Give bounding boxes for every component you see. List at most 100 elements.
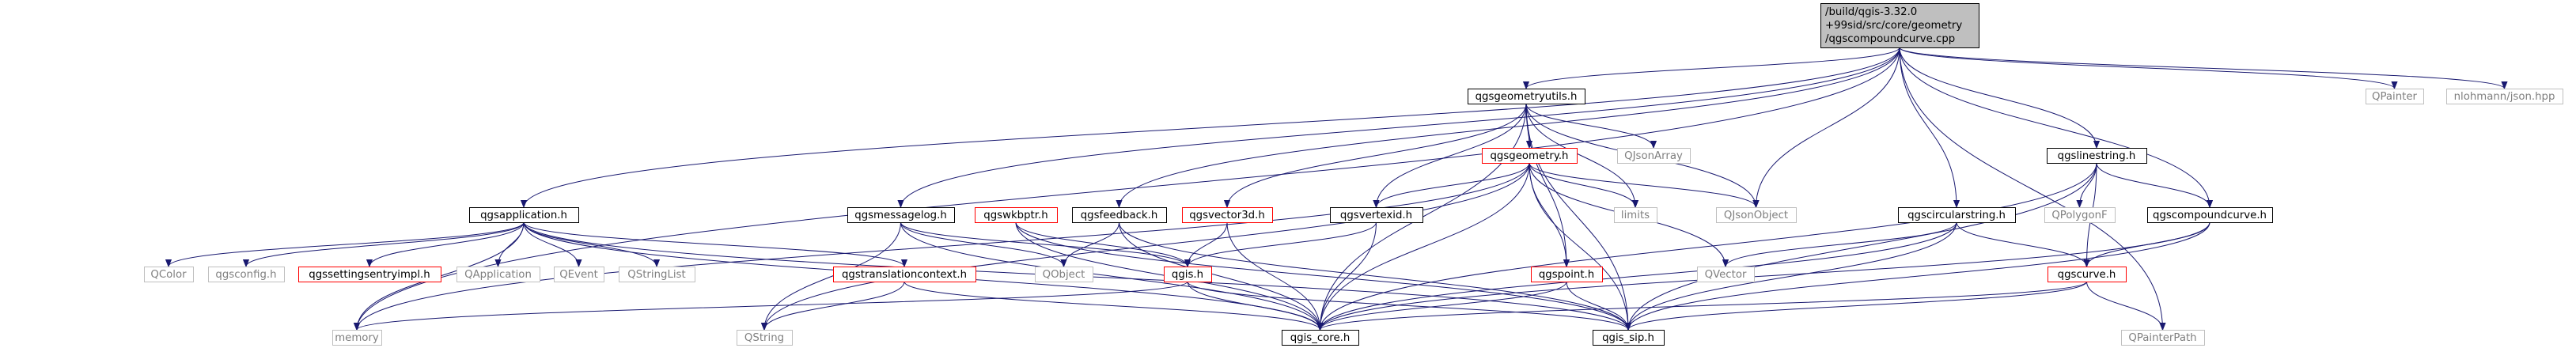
- node-qgsvector3d-h[interactable]: qgsvector3d.h: [1182, 207, 1273, 223]
- edge-qgsgeometryutils-h-to-qgsvector3d-h: [1227, 103, 1527, 207]
- node-qgsvector3d-h-label: qgsvector3d.h: [1189, 210, 1265, 221]
- node-qevent-label: QEvent: [559, 269, 598, 281]
- node-qpainterpath-label: QPainterPath: [2128, 332, 2196, 344]
- node-qgsapplication-h-box: [469, 207, 579, 223]
- node-qgsconfig-h-box: [208, 267, 285, 282]
- edge-qgscircularstring-h-to-qvector: [1726, 221, 1957, 267]
- root-label-line-3: /qgscompoundcurve.cpp: [1825, 33, 1955, 45]
- node-qapplication: QApplication: [456, 267, 540, 282]
- node-qgis-h[interactable]: qgis.h: [1164, 267, 1212, 282]
- root-label-line-2: +99sid/src/core/geometry: [1825, 20, 1962, 32]
- node-qgsgeometry-h[interactable]: qgsgeometry.h: [1482, 148, 1578, 164]
- edge-qgsgeometry-h-to-limits: [1529, 162, 1635, 208]
- node-qgsgeometryutils-h[interactable]: qgsgeometryutils.h: [1468, 89, 1585, 104]
- node-qgsconfig-h-label: qgsconfig.h: [215, 269, 276, 281]
- node-qjsonarray-box: [1617, 148, 1691, 164]
- node-qgscompoundcurve-h[interactable]: qgscompoundcurve.h: [2147, 207, 2273, 223]
- edge-qgis-h-to-qgis-core-h: [1187, 281, 1320, 331]
- node-qgis-core-h-box: [1282, 330, 1359, 346]
- node-qgsfeedback-h[interactable]: qgsfeedback.h: [1072, 207, 1167, 223]
- node-qgsgeometry-h-label: qgsgeometry.h: [1490, 150, 1568, 162]
- edge-qgscircularstring-h-to-qgis-core-h: [1320, 221, 1957, 330]
- node-qstring-label: QString: [744, 332, 784, 344]
- node-qgsmessagelog-h-label: qgsmessagelog.h: [854, 210, 947, 221]
- node-qgscurve-h[interactable]: qgscurve.h: [2048, 267, 2127, 282]
- node-qgsgeometryutils-h-label: qgsgeometryutils.h: [1476, 91, 1578, 103]
- edge-qgsapplication-h-to-qgssettingsentryimpl-h: [369, 221, 525, 267]
- node-qpolygonf-box: [2044, 207, 2116, 223]
- node-memory: memory: [332, 330, 382, 346]
- node-qgswkbptr-h-label: qgswkbptr.h: [983, 210, 1047, 221]
- node-qstringlist: QStringList: [619, 267, 695, 282]
- node-qgslinestring-h[interactable]: qgslinestring.h: [2047, 148, 2147, 164]
- node-qgssettingsentryimpl-h-label: qgssettingsentryimpl.h: [309, 269, 430, 281]
- node-qgswkbptr-h-box: [975, 207, 1058, 223]
- node-qjsonarray: QJsonArray: [1617, 148, 1691, 164]
- node-qvector: QVector: [1697, 267, 1755, 282]
- node-limits-label: limits: [1621, 210, 1650, 221]
- node-qpolygonf-label: QPolygonF: [2051, 210, 2107, 221]
- edge-root-to-qgsfeedback-h: [1119, 47, 1900, 207]
- node-qgsapplication-h-label: qgsapplication.h: [480, 210, 567, 221]
- node-qgspoint-h-label: qgspoint.h: [1539, 269, 1594, 281]
- node-qgscircularstring-h[interactable]: qgscircularstring.h: [1898, 207, 2016, 223]
- edge-qgscompoundcurve-h-to-qgis-sip-h: [1628, 221, 2210, 330]
- node-qgstranslationcontext-h-box: [833, 267, 976, 282]
- node-qgsapplication-h[interactable]: qgsapplication.h: [469, 207, 579, 223]
- edge-qgscompoundcurve-h-to-qgis-core-h: [1320, 221, 2210, 330]
- edge-qgscurve-h-to-qgis-sip-h: [1628, 281, 2087, 331]
- node-memory-label: memory: [335, 332, 379, 344]
- edge-qgsgeometry-h-to-memory: [357, 162, 1530, 330]
- edge-qgsgeometry-h-to-qjsonobject: [1529, 162, 1756, 208]
- node-qevent-box: [554, 267, 604, 282]
- edge-qgsapplication-h-to-qstringlist: [523, 221, 657, 267]
- edge-root-to-nlohmann-json: [1899, 47, 2505, 89]
- node-qgsfeedback-h-label: qgsfeedback.h: [1081, 210, 1158, 221]
- edge-qgsapplication-h-to-qcolor: [169, 221, 525, 267]
- node-qgstranslationcontext-h[interactable]: qgstranslationcontext.h: [833, 267, 976, 282]
- node-qgsvertexid-h[interactable]: qgsvertexid.h: [1330, 207, 1423, 223]
- edge-qgsgeometryutils-h-to-qjsonarray: [1525, 103, 1654, 149]
- node-qgscompoundcurve-h-box: [2147, 207, 2273, 223]
- edge-root-to-qgsgeometryutils-h: [1526, 47, 1900, 89]
- node-qgspoint-h[interactable]: qgspoint.h: [1531, 267, 1603, 282]
- node-qpainter-box: [2366, 89, 2424, 104]
- edge-qgsgeometryutils-h-to-qgsvertexid-h: [1377, 103, 1527, 207]
- edge-qgsgeometry-h-to-qgspoint-h: [1529, 162, 1566, 267]
- node-qgscircularstring-h-label: qgscircularstring.h: [1907, 210, 2006, 221]
- node-qstringlist-box: [619, 267, 695, 282]
- node-qgsgeometryutils-h-box: [1468, 89, 1585, 104]
- node-limits: limits: [1614, 207, 1657, 223]
- edge-root-to-qgscompoundcurve-h: [1899, 47, 2210, 207]
- edge-qgscircularstring-h-to-qgscurve-h: [1956, 221, 2087, 267]
- node-qgspoint-h-box: [1531, 267, 1603, 282]
- edge-qgsgeometryutils-h-to-qgis-sip-h: [1525, 103, 1628, 330]
- node-qgis-sip-h-label: qgis_sip.h: [1602, 332, 1654, 344]
- node-qobject-label: QObject: [1043, 269, 1085, 281]
- node-nlohmann-json: nlohmann/json.hpp: [2446, 89, 2563, 104]
- node-qgis-sip-h[interactable]: qgis_sip.h: [1593, 330, 1665, 346]
- node-root: /build/qgis-3.32.0+99sid/src/core/geomet…: [1820, 3, 1979, 48]
- edge-qgscurve-h-to-qpainterpath: [2086, 281, 2163, 331]
- edge-qgsfeedback-h-to-qobject: [1064, 221, 1119, 267]
- edge-qgis-h-to-memory: [357, 281, 1188, 331]
- edge-qgsapplication-h-to-qevent: [523, 221, 579, 267]
- edge-root-to-qgscircularstring-h: [1899, 47, 1957, 207]
- edge-qgslinestring-h-to-qgis-core-h: [1320, 162, 2097, 330]
- node-qjsonobject: QJsonObject: [1716, 207, 1797, 223]
- node-qgswkbptr-h[interactable]: qgswkbptr.h: [975, 207, 1058, 223]
- edge-root-to-qpainterpath: [1899, 47, 2163, 330]
- node-qjsonarray-label: QJsonArray: [1624, 150, 1683, 162]
- node-qgsmessagelog-h-box: [847, 207, 955, 223]
- node-qgis-core-h[interactable]: qgis_core.h: [1282, 330, 1359, 346]
- node-qgis-core-h-label: qgis_core.h: [1290, 332, 1351, 344]
- node-qcolor-box: [144, 267, 194, 282]
- node-qgslinestring-h-label: qgslinestring.h: [2058, 150, 2136, 162]
- node-qgsvector3d-h-box: [1182, 207, 1273, 223]
- node-qgsmessagelog-h[interactable]: qgsmessagelog.h: [847, 207, 955, 223]
- node-nlohmann-json-box: [2446, 89, 2563, 104]
- edge-qgsgeometryutils-h-to-qgspoint-h: [1525, 103, 1566, 267]
- node-qgssettingsentryimpl-h[interactable]: qgssettingsentryimpl.h: [298, 267, 441, 282]
- node-qpainter-label: QPainter: [2372, 91, 2418, 103]
- node-qgis-h-label: qgis.h: [1172, 269, 1203, 281]
